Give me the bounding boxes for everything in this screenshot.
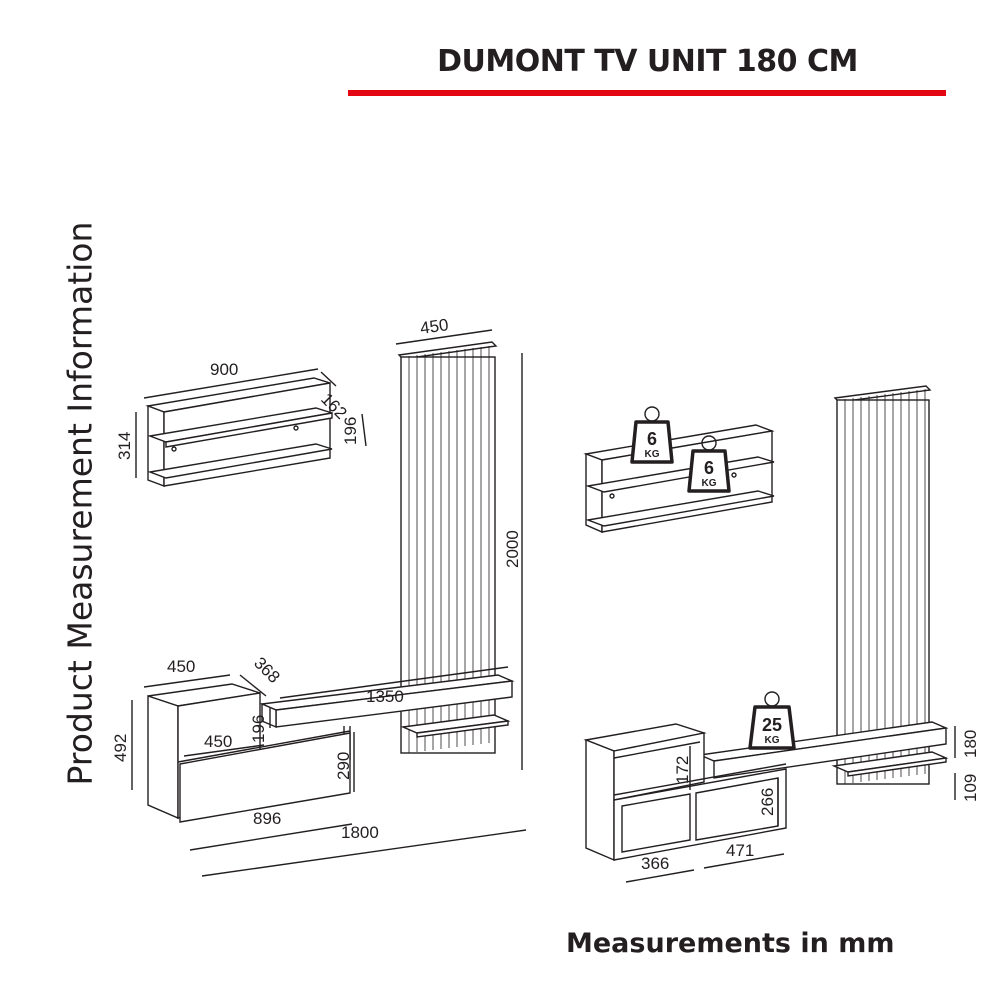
dim-shelf-gap: 196 bbox=[341, 417, 360, 445]
dim-compartment-left: 366 bbox=[641, 854, 669, 873]
dim-panel-height: 2000 bbox=[503, 530, 522, 568]
dim-bench-right-height: 180 bbox=[961, 730, 980, 758]
bench-right bbox=[697, 721, 949, 779]
dim-cabinet-front: 896 bbox=[253, 809, 281, 828]
dim-shelf-width: 900 bbox=[210, 360, 238, 379]
weight-shelf-bottom-value: 6 bbox=[704, 458, 714, 478]
dim-inner-height-top: 172 bbox=[673, 756, 692, 784]
title-underline bbox=[348, 90, 946, 96]
dim-bench-thickness: 196 bbox=[249, 715, 268, 743]
weight-icon-shelf-bottom: 6 KG bbox=[687, 435, 731, 493]
dim-compartment-right: 471 bbox=[726, 841, 754, 860]
dim-drawer-width: 450 bbox=[204, 732, 232, 751]
dim-cabinet-width: 450 bbox=[167, 657, 195, 676]
dimension-lines-right bbox=[625, 726, 956, 883]
dim-panel-width: 450 bbox=[419, 315, 450, 338]
dim-bench-leg-height: 109 bbox=[961, 774, 980, 802]
dim-total-length: 1800 bbox=[341, 823, 379, 842]
dim-bench-length: 1350 bbox=[366, 687, 404, 706]
weight-icon-bench: 25 KG bbox=[748, 691, 796, 750]
weight-bench-value: 25 bbox=[762, 715, 782, 735]
weight-bench-unit: KG bbox=[765, 735, 780, 746]
weight-shelf-bottom-unit: KG bbox=[702, 478, 717, 489]
slatted-panel-right bbox=[833, 385, 932, 785]
weight-icon-shelf-top: 6 KG bbox=[630, 406, 674, 464]
cabinet-left bbox=[147, 683, 351, 823]
weight-shelf-top-unit: KG bbox=[645, 449, 660, 460]
dim-drawer-height: 290 bbox=[334, 752, 353, 780]
dimension-lines-left bbox=[131, 329, 527, 877]
dim-compartment-height: 266 bbox=[758, 788, 777, 816]
page-title: DUMONT TV UNIT 180 CM bbox=[437, 44, 858, 79]
wall-shelf-right bbox=[583, 424, 775, 534]
dim-cabinet-depth: 368 bbox=[250, 653, 283, 686]
units-note: Measurements in mm bbox=[566, 928, 895, 959]
dim-cabinet-height: 492 bbox=[111, 734, 130, 762]
cabinet-right bbox=[583, 723, 787, 862]
weight-shelf-top-value: 6 bbox=[647, 429, 657, 449]
wall-shelf-left bbox=[145, 377, 333, 488]
bench-left bbox=[259, 674, 515, 760]
dim-shelf-height: 314 bbox=[115, 432, 134, 460]
